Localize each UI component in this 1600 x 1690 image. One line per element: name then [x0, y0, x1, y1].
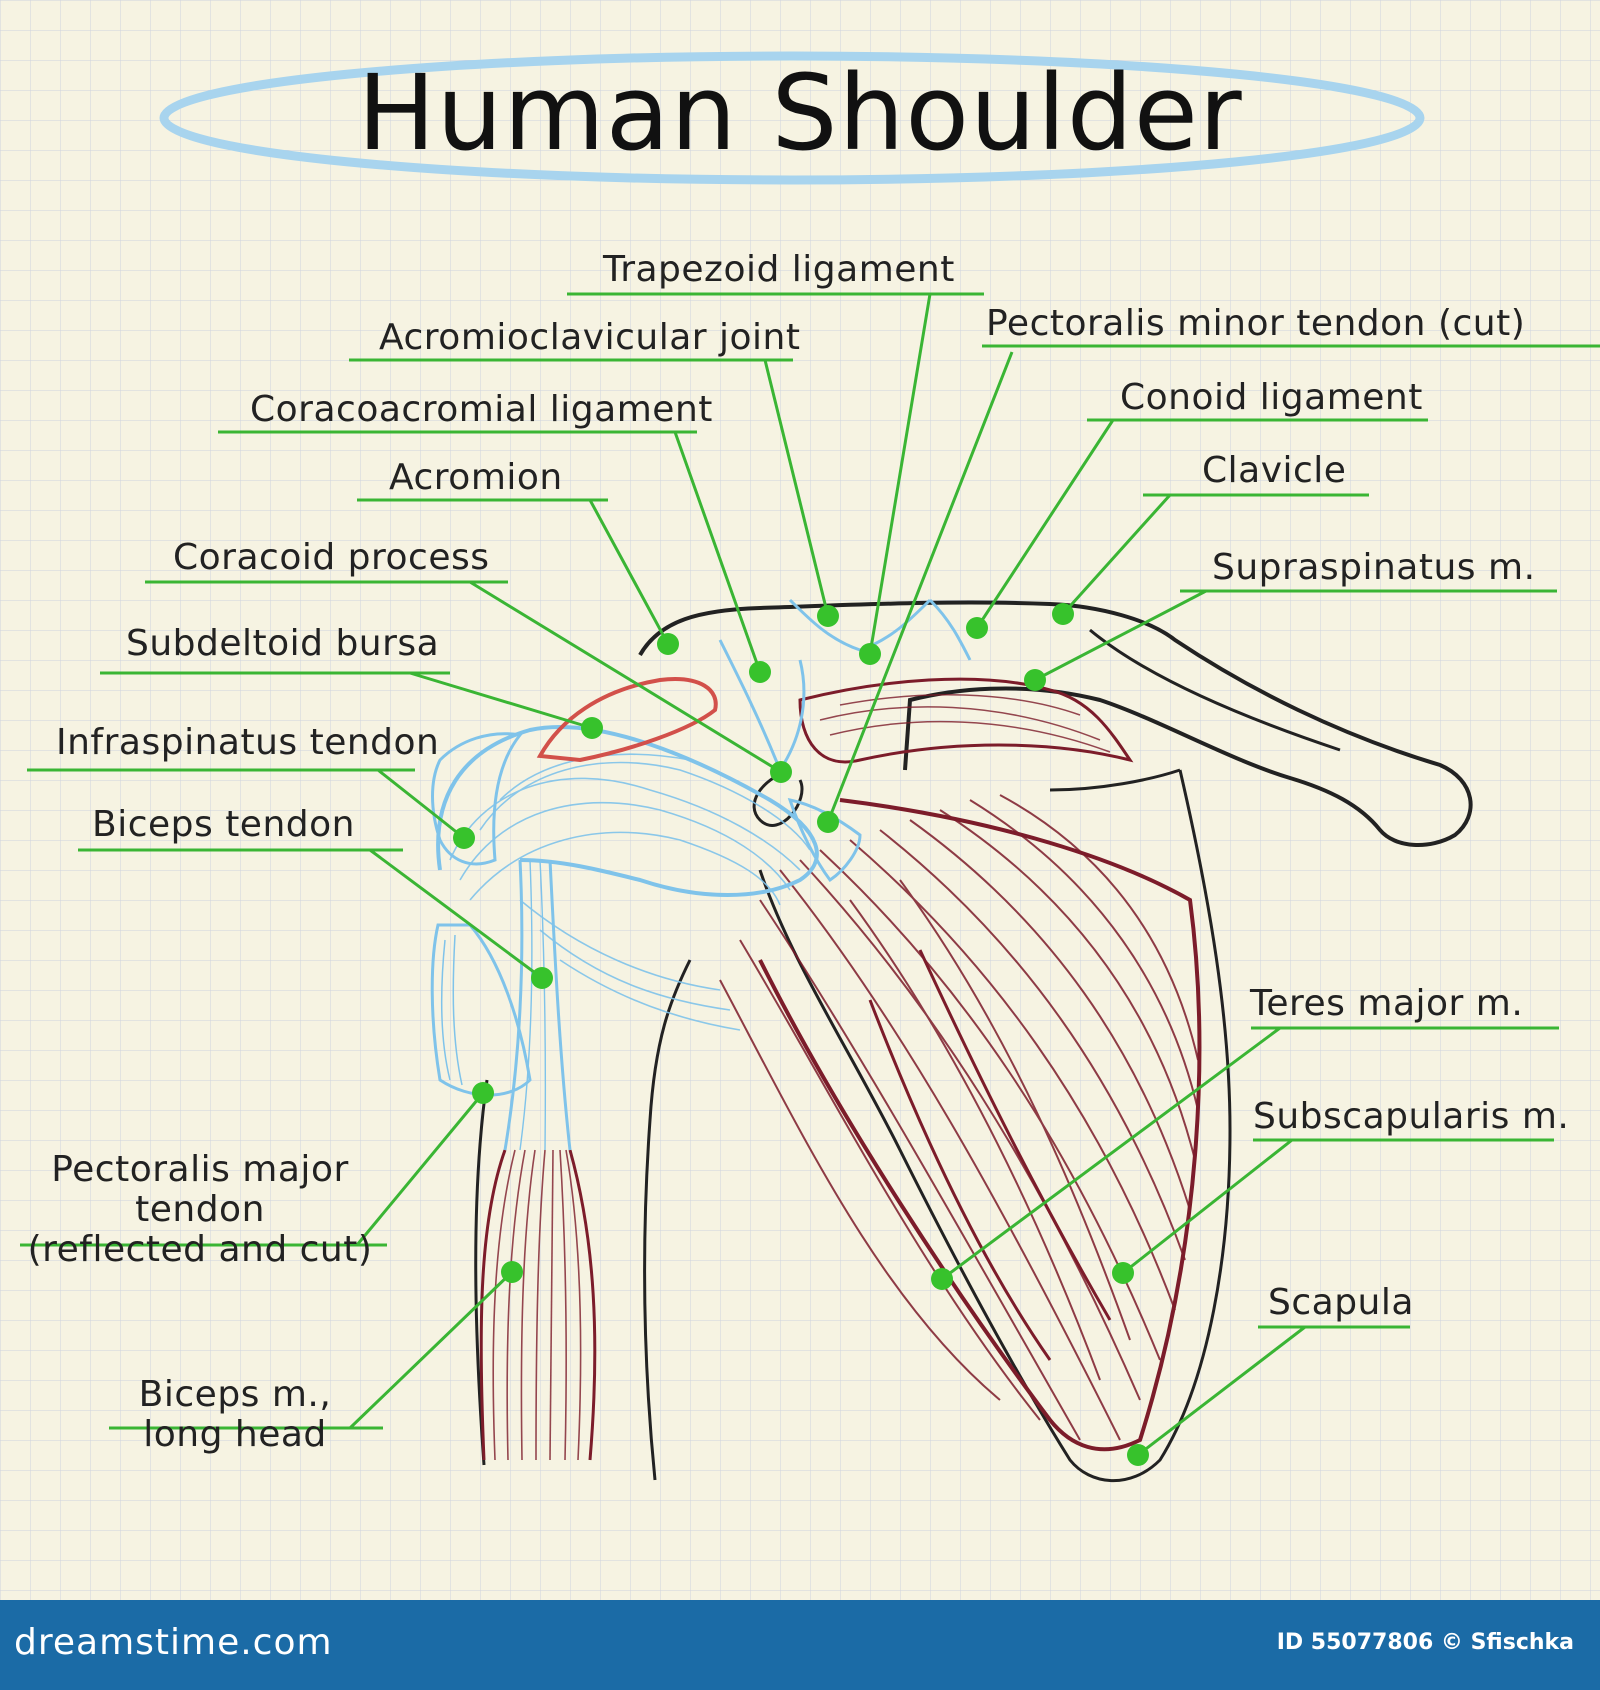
biceps-muscle — [479, 1149, 597, 1461]
dot-coracoid — [770, 761, 792, 783]
dot-acromion — [657, 633, 679, 655]
clavicle-inner-line — [1089, 628, 1341, 752]
shoulder-diagram: Human Shoulder Trapezoid ligament Acromi… — [0, 0, 1600, 1600]
leader-trapezoid — [567, 292, 984, 655]
leader-subscapularis — [1122, 1138, 1554, 1275]
dot-clavicle — [1052, 603, 1074, 625]
dot-pectoralis-minor — [817, 811, 839, 833]
dot-trapezoid — [859, 643, 881, 665]
leader-subdeltoid — [100, 671, 593, 730]
dot-scapula — [1127, 1444, 1149, 1466]
scapula-spine-outline — [1049, 768, 1181, 792]
arm-outline — [474, 959, 692, 1481]
subscapularis-border — [758, 798, 1202, 1452]
leader-scapula — [1137, 1325, 1410, 1457]
dot-pectoralis-major — [472, 1082, 494, 1104]
leader-acromioclavicular — [349, 358, 830, 617]
label-pectoralis-major-tendon: Pectoralis major tendon (reflected and c… — [20, 1150, 380, 1270]
dot-biceps-m — [501, 1261, 523, 1283]
leader-pectoralis-major — [20, 1092, 485, 1247]
dot-biceps-tendon — [531, 967, 553, 989]
dot-acromioclavicular — [817, 605, 839, 627]
label-coracoid-process: Coracoid process — [173, 537, 490, 578]
leader-biceps-tendon — [78, 848, 543, 980]
footer-bar: dreamstime.com ID 55077806 © Sfischka — [0, 1600, 1600, 1690]
dot-conoid — [966, 617, 988, 639]
label-pectoralis-major-line3: (reflected and cut) — [27, 1229, 373, 1270]
label-biceps-m-line2: long head — [143, 1414, 327, 1455]
leader-pectoralis-minor — [826, 344, 1600, 823]
callout-dots — [453, 603, 1149, 1466]
label-trapezoid-ligament: Trapezoid ligament — [603, 249, 955, 290]
leader-conoid — [975, 418, 1428, 629]
label-acromion: Acromion — [389, 457, 563, 498]
label-teres-major: Teres major m. — [1250, 983, 1524, 1024]
conoid-ligament — [928, 598, 972, 661]
label-pectoralis-minor-tendon: Pectoralis minor tendon (cut) — [986, 303, 1526, 344]
label-acromioclavicular-joint: Acromioclavicular joint — [379, 317, 801, 358]
scapula-outline — [758, 769, 1232, 1483]
dot-subscapularis — [1112, 1262, 1134, 1284]
label-subscapularis: Subscapularis m. — [1253, 1096, 1570, 1137]
leader-lines — [20, 292, 1600, 1457]
subscapularis-muscle — [719, 794, 1199, 1441]
leader-acromion — [357, 498, 670, 645]
dot-subdeltoid — [581, 717, 603, 739]
biceps-tendon — [503, 859, 572, 1151]
leader-coracoacromial — [218, 430, 762, 673]
label-pectoralis-major-line1: Pectoralis major — [51, 1149, 349, 1190]
label-biceps-tendon: Biceps tendon — [92, 804, 355, 845]
dot-infraspinatus — [453, 827, 475, 849]
footer-brand[interactable]: dreamstime.com — [14, 1622, 333, 1663]
clavicle-outline — [638, 600, 1473, 847]
label-clavicle: Clavicle — [1202, 450, 1347, 491]
biceps-tendon-fibers — [519, 859, 547, 1151]
dot-supraspinatus — [1024, 669, 1046, 691]
anatomy-illustration — [0, 0, 1600, 1600]
label-coracoacromial-ligament: Coracoacromial ligament — [250, 389, 713, 430]
leader-teres-major — [941, 1026, 1559, 1281]
label-subdeltoid-bursa: Subdeltoid bursa — [126, 623, 440, 664]
supraspinatus-muscle — [798, 677, 1134, 764]
leader-coracoid — [145, 580, 782, 774]
subdeltoid-bursa — [536, 677, 718, 763]
label-pectoralis-major-line2: tendon — [135, 1189, 265, 1230]
page-title: Human Shoulder — [357, 52, 1243, 174]
pectoralis-major-tendon-fibers — [440, 934, 463, 1086]
footer-image-id: ID 55077806 © Sfischka — [1276, 1630, 1574, 1655]
leader-infraspinatus — [27, 768, 465, 840]
leader-clavicle — [1061, 493, 1369, 616]
dot-coracoacromial — [749, 661, 771, 683]
label-supraspinatus: Supraspinatus m. — [1212, 547, 1536, 588]
label-scapula: Scapula — [1268, 1282, 1414, 1323]
pectoralis-major-tendon — [430, 923, 532, 1097]
dot-teres-major — [931, 1268, 953, 1290]
label-biceps-m-line1: Biceps m., — [138, 1374, 332, 1415]
label-conoid-ligament: Conoid ligament — [1120, 377, 1423, 418]
teres-major-border — [868, 949, 1112, 1361]
supraspinatus-fibers — [819, 694, 1111, 753]
label-biceps-long-head: Biceps m., long head — [110, 1375, 360, 1455]
leader-supraspinatus — [1034, 589, 1557, 682]
title-ellipse — [159, 51, 1425, 185]
leader-biceps-m — [109, 1270, 514, 1430]
coracoid-outline — [752, 768, 804, 827]
label-infraspinatus-tendon: Infraspinatus tendon — [56, 722, 440, 763]
